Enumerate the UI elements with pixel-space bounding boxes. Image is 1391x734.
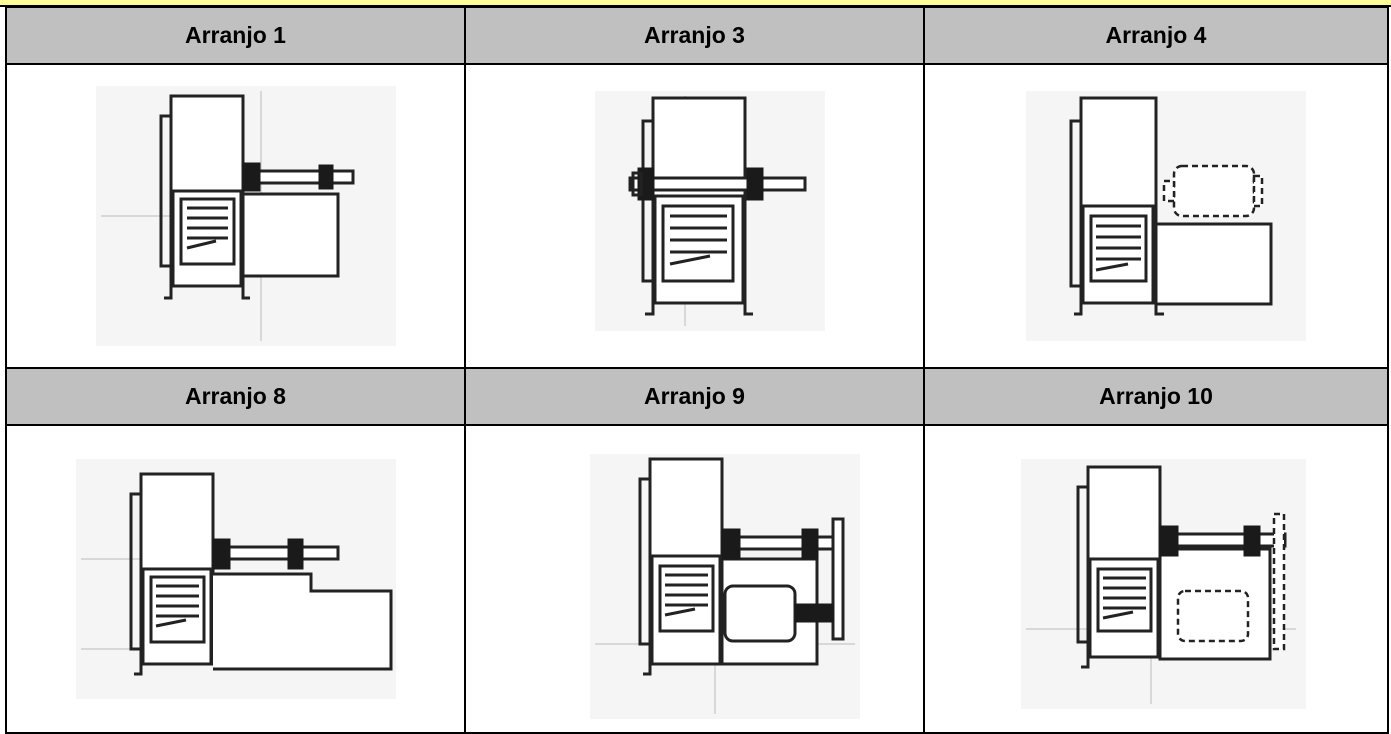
arrangement-10-diagram (1021, 459, 1306, 709)
arrangement-3-diagram (594, 91, 825, 331)
arrangement-1-title: Arranjo 1 (5, 6, 466, 65)
arrangement-9-cell (464, 424, 925, 734)
arrangement-3-cell (464, 63, 925, 369)
arrangement-9-title: Arranjo 9 (464, 367, 925, 426)
image-row-2 (5, 424, 1389, 734)
arrangements-table: Arranjo 1 Arranjo 3 Arranjo 4 (5, 6, 1389, 734)
arrangement-8-cell (5, 424, 466, 734)
top-strip (0, 0, 1391, 7)
arrangement-10-cell (923, 424, 1389, 734)
arrangement-8-title: Arranjo 8 (5, 367, 466, 426)
arrangement-4-title: Arranjo 4 (923, 6, 1389, 65)
arrangement-10-title: Arranjo 10 (923, 367, 1389, 426)
arrangement-1-cell (5, 63, 466, 369)
arrangement-3-title: Arranjo 3 (464, 6, 925, 65)
arrangement-9-diagram (589, 454, 860, 719)
arrangement-8-diagram (75, 459, 396, 699)
header-row-2: Arranjo 8 Arranjo 9 Arranjo 10 (5, 367, 1389, 426)
arrangement-4-diagram (1026, 91, 1306, 341)
header-row-1: Arranjo 1 Arranjo 3 Arranjo 4 (5, 6, 1389, 65)
image-row-1 (5, 63, 1389, 369)
arrangement-1-diagram (95, 86, 396, 346)
arrangement-4-cell (923, 63, 1389, 369)
